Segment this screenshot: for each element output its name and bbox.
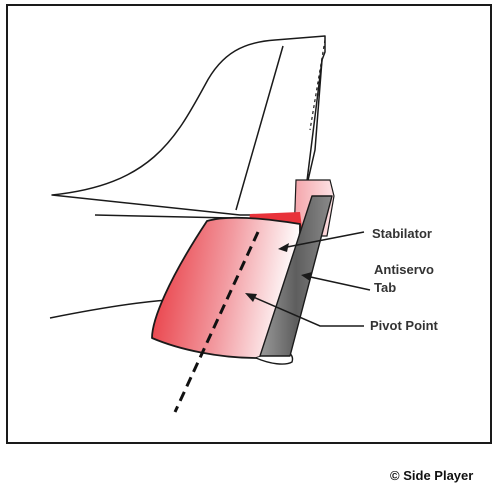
label-antiservo: Antiservo [374,262,434,277]
pivot-axis-line [173,231,260,413]
pivot-point-leader [245,293,364,327]
stabilator-leader [278,231,365,252]
stabilator [151,216,301,359]
copyright-symbol: © [390,468,400,483]
antiservo-tab-leader [301,272,371,291]
label-pivot-point: Pivot Point [370,318,439,333]
label-tab: Tab [374,280,396,295]
credit-text: Side Player [403,468,474,483]
vertical-fin [51,35,326,216]
fuselage-lower-line [49,299,169,319]
antiservo-tab [259,195,333,357]
copyright-credit: © Side Player [390,468,473,483]
label-stabilator: Stabilator [372,226,432,241]
fuselage-upper-line [94,214,233,219]
